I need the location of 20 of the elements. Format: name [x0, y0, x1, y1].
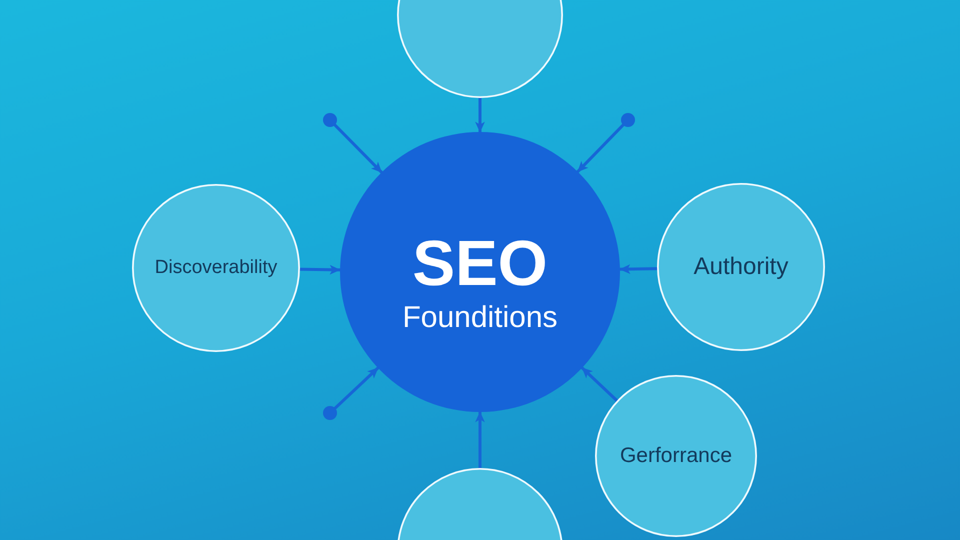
arrow [576, 124, 625, 174]
endpoint-dot [323, 406, 337, 420]
arrow [333, 124, 384, 174]
endpoint-dot [621, 113, 635, 127]
arrow [334, 366, 380, 410]
arrow [618, 264, 658, 274]
topic-label: Discoverability [154, 257, 278, 279]
arrow [475, 96, 485, 134]
topic-label: Authority [694, 253, 788, 281]
topic-circle [132, 184, 300, 352]
arrow [475, 410, 485, 470]
arrow [580, 366, 618, 402]
topic-label: Gerforrance [620, 444, 732, 468]
topic-circle [595, 375, 757, 537]
arrow [298, 264, 342, 275]
hub-circle [340, 132, 620, 412]
endpoint-dot [323, 113, 337, 127]
hub-title: SEO [412, 226, 548, 301]
hub-subtitle: Founditions [402, 300, 558, 336]
topic-circle [657, 183, 825, 351]
